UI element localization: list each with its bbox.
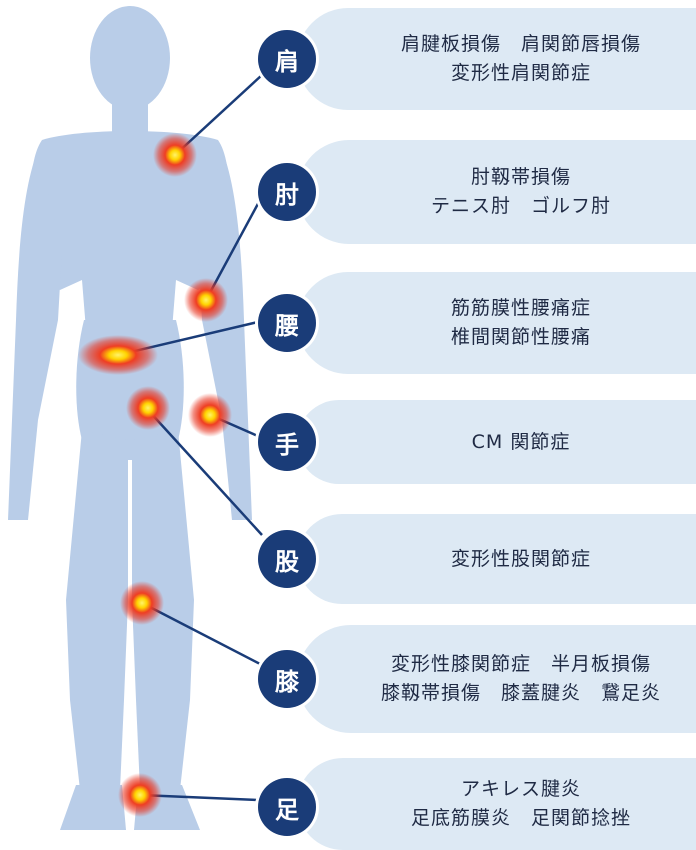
card-text-line: 筋筋膜性腰痛症: [450, 297, 591, 319]
pain-point-foot: [118, 773, 162, 817]
category-card-shoulder: 肩腱板損傷 肩関節唇損傷 変形性肩関節症: [297, 8, 696, 110]
pain-point-elbow: [184, 278, 228, 322]
pain-point-hand-left: [126, 386, 170, 430]
badge-knee: 膝: [258, 650, 316, 708]
card-text-line: アキレス腱炎: [460, 778, 581, 800]
pain-point-shoulder: [153, 133, 197, 177]
card-text-line: 肩腱板損傷 肩関節唇損傷: [400, 33, 641, 55]
human-silhouette: [8, 6, 252, 830]
connector-hip-joint: [147, 409, 263, 536]
badge-lower-back: 腰: [258, 294, 316, 352]
card-text-line: 膝靱帯損傷 膝蓋腱炎 鵞足炎: [380, 682, 661, 704]
card-text-line: 椎間関節性腰痛: [450, 326, 591, 348]
pain-point-hand-right: [188, 393, 232, 437]
pain-point-lower-back: [78, 335, 158, 375]
card-text-line: 肘靱帯損傷: [470, 166, 571, 188]
category-card-foot: アキレス腱炎 足底筋膜炎 足関節捻挫: [297, 758, 696, 850]
card-text-line: 変形性肩関節症: [450, 62, 591, 84]
badge-shoulder: 肩: [258, 30, 316, 88]
badge-elbow: 肘: [258, 163, 316, 221]
card-text-line: CM 関節症: [471, 430, 571, 453]
card-text-line: テニス肘 ゴルフ肘: [430, 195, 611, 217]
pain-point-knee: [120, 581, 164, 625]
card-text-line: 変形性股関節症: [450, 547, 591, 570]
card-text-line: 足底筋膜炎 足関節捻挫: [410, 807, 631, 829]
badge-hand: 手: [258, 413, 316, 471]
badge-hip: 股: [258, 530, 316, 588]
category-card-elbow: 肘靱帯損傷 テニス肘 ゴルフ肘: [297, 140, 696, 244]
category-card-lower-back: 筋筋膜性腰痛症 椎間関節性腰痛: [297, 272, 696, 374]
category-card-hip: 変形性股関節症: [297, 514, 696, 604]
badge-foot: 足: [258, 778, 316, 836]
category-card-hand: CM 関節症: [297, 400, 696, 484]
card-text-line: 変形性膝関節症 半月板損傷: [390, 653, 651, 675]
pain-points: [78, 133, 232, 817]
category-card-knee: 変形性膝関節症 半月板損傷 膝靱帯損傷 膝蓋腱炎 鵞足炎: [297, 625, 696, 733]
connector-knee: [141, 601, 263, 667]
